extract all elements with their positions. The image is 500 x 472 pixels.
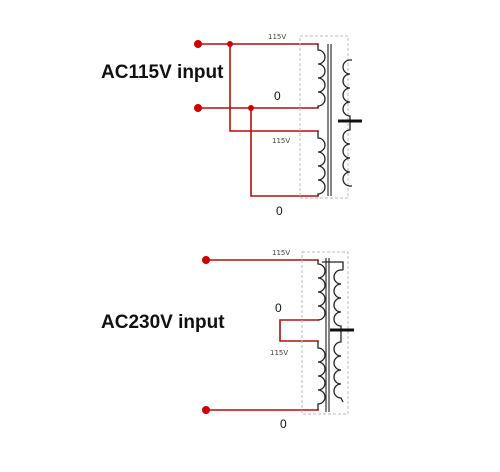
primary-winding-2-lower: [317, 341, 326, 410]
circuit-1-wiring: [197, 43, 319, 197]
wire-series-link: [279, 319, 319, 342]
primary-winding-2-upper: [317, 260, 326, 321]
terminal-1a[interactable]: [194, 40, 202, 48]
label-0-2a: 0: [275, 301, 282, 315]
secondary-winding-2-upper: [333, 269, 343, 330]
circuit-1-title: AC115V input: [101, 62, 224, 83]
terminal-2a[interactable]: [202, 256, 210, 264]
junction-1b: [248, 105, 254, 111]
transformer-2-frame: [301, 251, 349, 415]
label-0-2b: 0: [280, 417, 287, 431]
circuit-2-wiring: [205, 259, 319, 411]
secondary-winding-1-lower: [342, 121, 352, 187]
junction-1a: [227, 41, 233, 47]
secondary-winding-1-upper: [342, 59, 352, 121]
circuit-1-transformer: 115V 0 115V 0: [268, 33, 362, 218]
secondary-2-lead-top: [322, 261, 344, 270]
wire-jumper-to-lower-0: [250, 107, 319, 197]
wire-jumper-to-lower-115v: [229, 43, 319, 132]
label-115v-2b: 115V: [270, 349, 288, 357]
primary-winding-1-lower: [317, 131, 326, 196]
terminal-1b[interactable]: [194, 104, 202, 112]
secondary-winding-2-lower: [333, 330, 344, 403]
transformer-1-frame: [299, 35, 349, 199]
label-115v-1b: 115V: [272, 137, 290, 145]
label-115v-1a: 115V: [268, 33, 286, 41]
primary-winding-1-upper: [317, 44, 326, 108]
circuit-2-transformer: 115V 0 115V 0: [270, 249, 354, 431]
circuit-1-terminals: [194, 40, 254, 112]
circuit-2-terminals: [202, 256, 210, 414]
terminal-2b[interactable]: [202, 406, 210, 414]
circuit-2-title: AC230V input: [101, 312, 225, 333]
label-0-1b: 0: [276, 204, 283, 218]
label-115v-2a: 115V: [272, 249, 290, 257]
label-0-1a: 0: [274, 89, 281, 103]
